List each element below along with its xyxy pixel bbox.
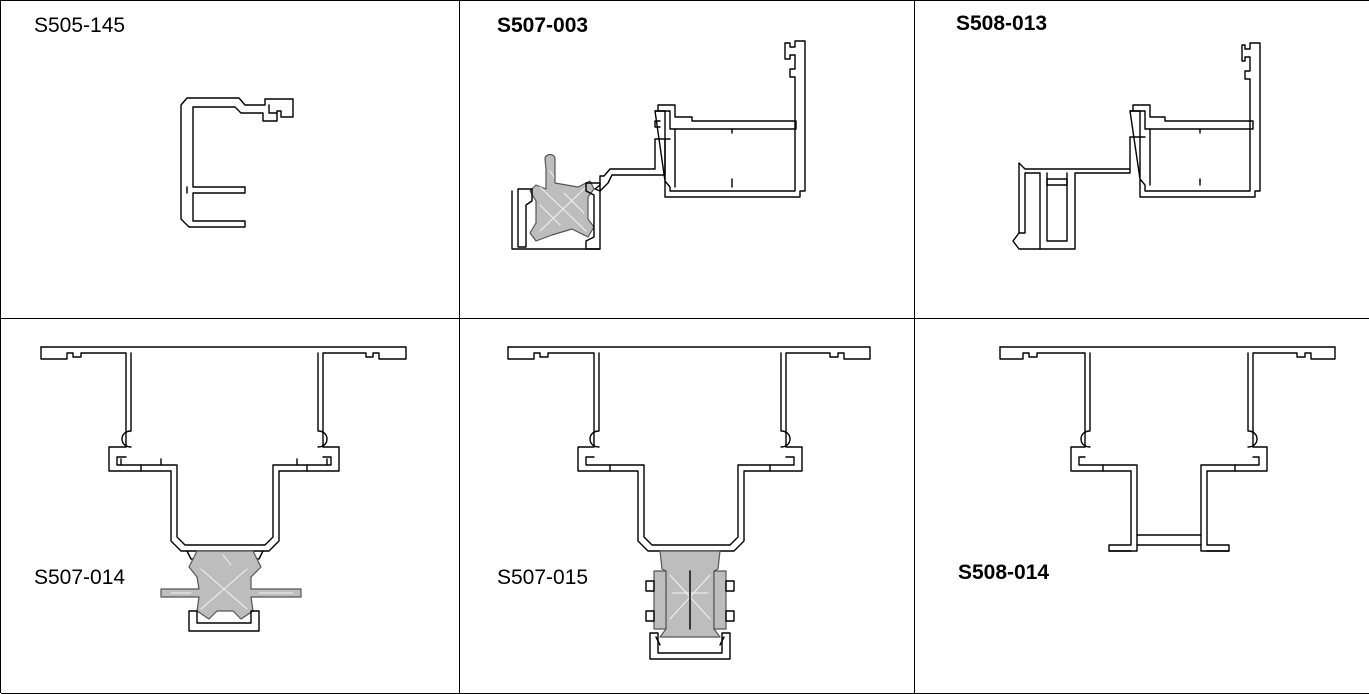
profile-cell-s507-015: S507-015 <box>460 319 915 694</box>
profile-drawing-s505-145 <box>180 97 294 228</box>
profile-cell-s508-014: S508-014 <box>915 319 1369 694</box>
profile-drawing-s507-014 <box>40 346 407 632</box>
profile-code-label: S508-013 <box>956 12 1048 35</box>
profile-drawing-s508-013 <box>1012 42 1261 250</box>
profile-cell-s507-003: S507-003 <box>460 1 915 319</box>
profile-cell-s507-014: S507-014 <box>1 319 460 694</box>
profile-code-label: S505-145 <box>34 14 126 37</box>
profile-code-label: S507-014 <box>34 566 126 589</box>
profile-drawing-s507-003 <box>511 40 806 250</box>
profile-cell-s505-145: S505-145 <box>1 1 460 319</box>
profile-code-label: S507-015 <box>497 566 589 589</box>
profile-drawing-s507-015 <box>507 346 871 660</box>
profile-code-label: S507-003 <box>497 14 589 37</box>
profile-drawing-s508-014 <box>999 346 1336 552</box>
profile-cell-s508-013: S508-013 <box>915 1 1369 319</box>
profile-code-label: S508-014 <box>958 561 1050 584</box>
